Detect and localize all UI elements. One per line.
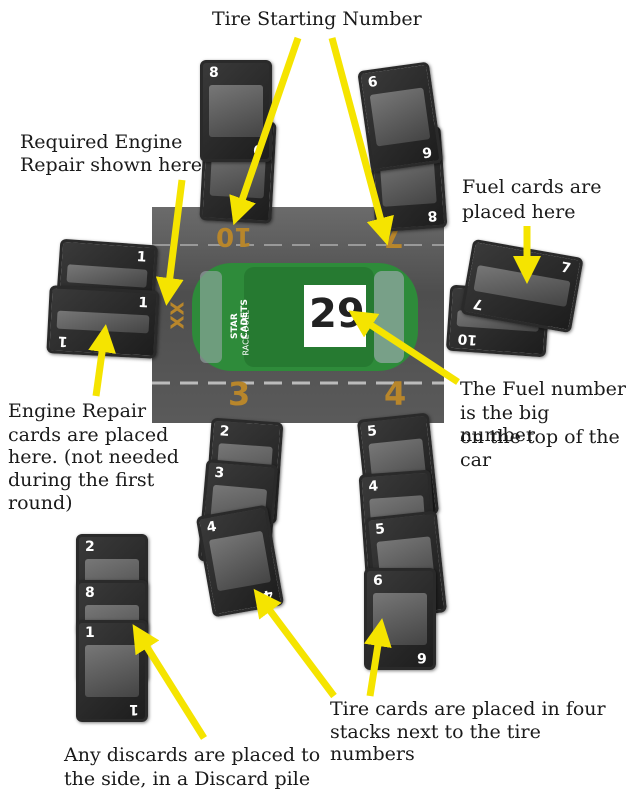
label-tire-cards-line2: stacks next to the tire numbers [330, 721, 541, 765]
card-number: 8 [209, 65, 219, 81]
arrow-tire-start-right [328, 37, 394, 246]
label-engine-cards-line3: here. (not needed [8, 446, 179, 468]
arrow-engine-cards [88, 324, 116, 397]
arrow-discards [132, 624, 207, 740]
label-engine-required-line1: Required Engine [20, 131, 183, 153]
label-fuel-cards-line1: Fuel cards are [462, 176, 602, 198]
label-engine-required-line2: Repair shown here [20, 154, 203, 176]
label-fuel-number-line3: on the top of the [460, 426, 620, 448]
card-number: 2 [85, 539, 95, 555]
label-fuel-number-line1: The Fuel number [460, 378, 626, 400]
card-number: 6 [373, 573, 383, 589]
label-engine-cards-line2: cards are placed [8, 424, 169, 446]
game-board: 10 7 3 4 XX 29 STAR CADETS RACE DUEL [152, 207, 444, 423]
label-fuel-cards-line2: placed here [462, 201, 576, 223]
label-fuel-number-line2: is the big number [460, 402, 550, 446]
board-track [152, 244, 444, 385]
label-tire-cards-line1: Tire cards are placed in four [330, 698, 606, 720]
card-number: 8 [85, 585, 95, 601]
label-tire-starting-number: Tire Starting Number [212, 8, 422, 30]
card-number: 1 [85, 625, 95, 641]
race-car-rear-window [200, 271, 222, 363]
arrow-fuel-number [348, 310, 460, 385]
label-engine-cards-line4: during the first [8, 469, 155, 491]
arrow-engine-required [155, 179, 186, 306]
label-engine-cards-line1: Engine Repair [8, 400, 147, 422]
label-fuel-number-line4: car [460, 449, 492, 471]
tire-number-bottom-left: 3 [228, 375, 251, 413]
arrow-tire-cards-right [364, 618, 392, 697]
arrow-tire-start-left [229, 36, 302, 226]
label-discards-line2: the side, in a Discard pile [64, 768, 311, 790]
tire-number-bottom-right: 4 [384, 375, 407, 413]
arrow-tire-cards-left [253, 588, 337, 699]
label-engine-cards-line5: round) [8, 492, 73, 514]
label-discards-line1: Any discards are placed to [64, 744, 321, 766]
